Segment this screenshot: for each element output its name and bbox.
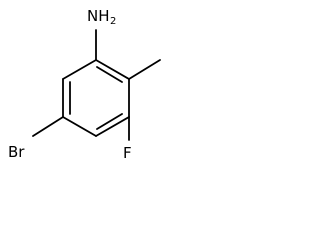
fluorine-label: F	[123, 144, 132, 162]
ring-bond-c6-c1	[62, 59, 97, 80]
bromine-label: Br	[8, 143, 25, 161]
bond-c2-methyl	[128, 59, 161, 80]
amine-subscript: 2	[110, 16, 116, 27]
ring-double-bond-inner-c1-c2	[96, 66, 123, 83]
ring-bond-c3-c4	[95, 116, 130, 137]
substituent-bonds	[32, 29, 161, 141]
amine-label: NH 2	[87, 7, 116, 27]
ring-bond-c4-c5	[62, 116, 97, 137]
amine-symbol: NH	[87, 7, 110, 25]
benzene-ring	[62, 59, 130, 137]
bond-c5-br	[32, 116, 64, 137]
ring-bond-c1-c2	[95, 59, 130, 80]
molecule-structure: NH 2 F Br	[8, 7, 161, 162]
ring-double-bond-inner-c3-c4	[96, 113, 123, 130]
